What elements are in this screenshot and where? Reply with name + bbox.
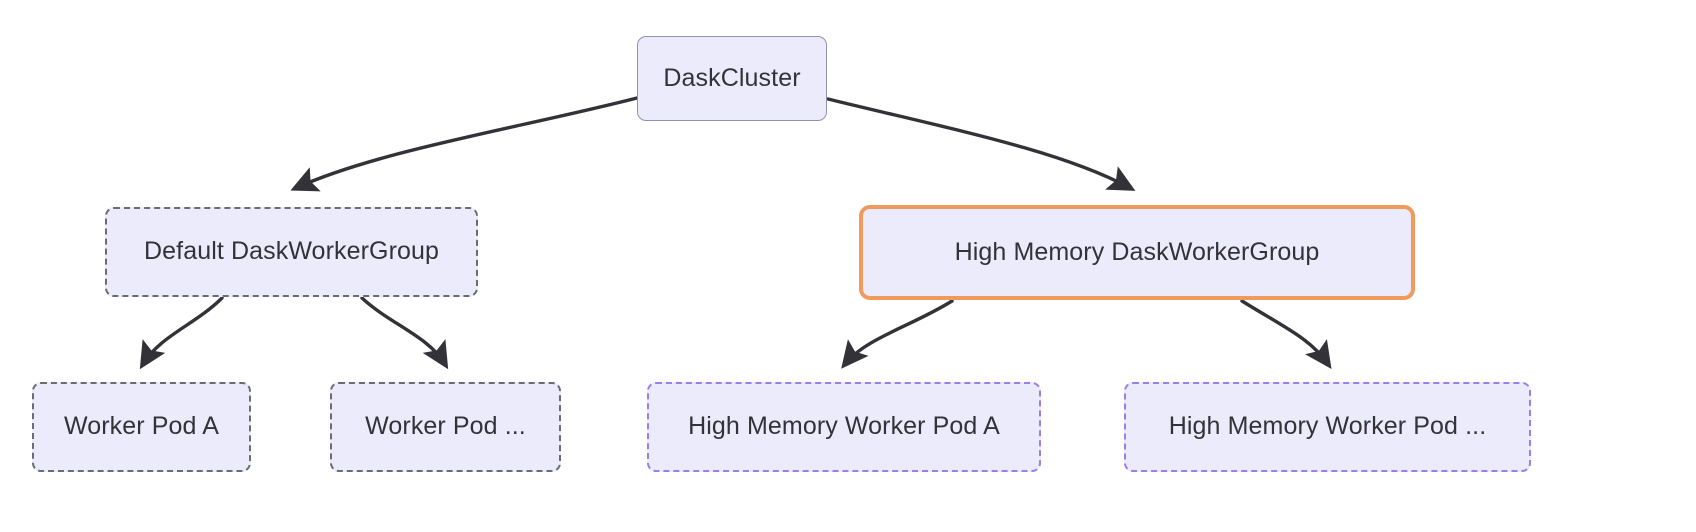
edge-cluster-default — [290, 96, 639, 192]
node-worker-pod-ellipsis[interactable]: Worker Pod ... — [330, 382, 561, 472]
node-high-memory-worker-pod-ellipsis-label: High Memory Worker Pod ... — [1168, 412, 1487, 441]
node-high-memory-worker-pod-a-label: High Memory Worker Pod A — [688, 412, 1000, 441]
node-daskcluster[interactable]: DaskCluster — [637, 36, 827, 121]
node-worker-pod-a-label: Worker Pod A — [64, 412, 219, 441]
node-high-memory-daskworkergroup[interactable]: High Memory DaskWorkerGroup — [859, 205, 1415, 300]
edge-default-pod-a — [139, 296, 224, 370]
edge-highmem-pod-dots — [1240, 299, 1332, 370]
node-high-memory-worker-pod-ellipsis[interactable]: High Memory Worker Pod ... — [1124, 382, 1531, 472]
edge-highmem-pod-a — [841, 299, 954, 369]
node-default-daskworkergroup-label: Default DaskWorkerGroup — [144, 237, 439, 266]
node-daskcluster-label: DaskCluster — [663, 63, 801, 92]
edge-cluster-highmem — [826, 97, 1136, 191]
edge-default-pod-dots — [360, 296, 449, 370]
node-default-daskworkergroup[interactable]: Default DaskWorkerGroup — [105, 207, 478, 297]
node-high-memory-worker-pod-a[interactable]: High Memory Worker Pod A — [647, 382, 1041, 472]
node-worker-pod-a[interactable]: Worker Pod A — [32, 382, 251, 472]
node-high-memory-daskworkergroup-label: High Memory DaskWorkerGroup — [954, 237, 1320, 266]
node-worker-pod-ellipsis-label: Worker Pod ... — [365, 412, 526, 441]
